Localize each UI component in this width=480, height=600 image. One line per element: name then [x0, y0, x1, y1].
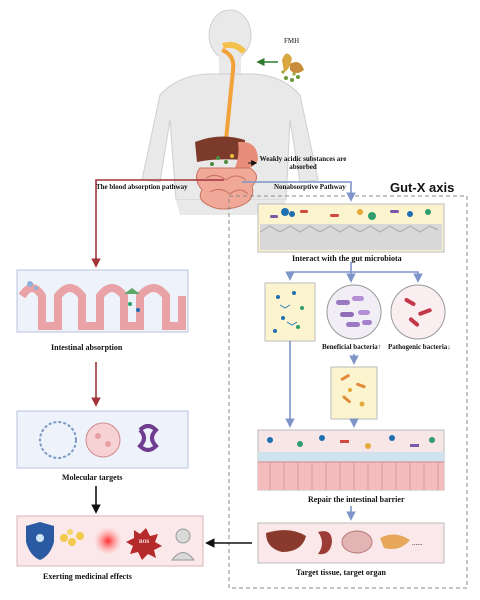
nonabsorptive-pathway-label: Nonabsorptive Pathway [274, 183, 346, 191]
intestinal-absorption-label: Intestinal absorption [51, 343, 123, 352]
intestinal-absorption-panel [16, 269, 189, 333]
ros-label: ROS [139, 540, 150, 545]
herb-icon [281, 53, 304, 82]
gut-x-axis-title: Gut-X axis [390, 180, 455, 195]
intestinal-barrier-panel [257, 429, 445, 491]
liver-icon [266, 530, 306, 552]
ros-icon [126, 528, 162, 560]
fmh-label: FMH [284, 37, 300, 45]
molecular-targets-panel [16, 410, 189, 469]
microbiota-panel [257, 203, 445, 253]
molecular-targets-label: Molecular targets [62, 473, 123, 482]
metabolite-panel [330, 366, 378, 420]
beneficial-bacteria-icon [326, 284, 382, 340]
pill-icon [60, 529, 84, 546]
exerting-effects-label: Exerting medicinal effects [43, 572, 132, 581]
interact-microbiota-label: Interact with the gut microbiota [292, 254, 402, 263]
pathogenic-bacteria-label: Pathogenic bacteria↓ [388, 343, 451, 351]
target-tissue-label: Target tissue, target organ [296, 568, 386, 577]
person-icon [171, 528, 195, 561]
medicinal-effects-panel [16, 515, 204, 567]
beneficial-bacteria-label: Beneficial bacteria↑ [322, 343, 382, 351]
blood-pathway-label: The blood absorption pathway [96, 183, 188, 191]
inflammation-icon [94, 527, 122, 555]
repair-barrier-label: Repair the intestinal barrier [308, 495, 405, 504]
brain-icon [341, 530, 373, 554]
kidney-icon [318, 531, 332, 555]
compound-panel [264, 282, 316, 342]
human-body-figure [141, 9, 319, 215]
pancreas-icon [380, 534, 410, 549]
pathogenic-bacteria-icon [390, 284, 446, 340]
weakly-acidic-label: Weakly acidic substances are absorbed [259, 155, 347, 171]
target-organs-panel [257, 522, 445, 564]
more-organs-ellipsis: ...... [412, 539, 423, 547]
